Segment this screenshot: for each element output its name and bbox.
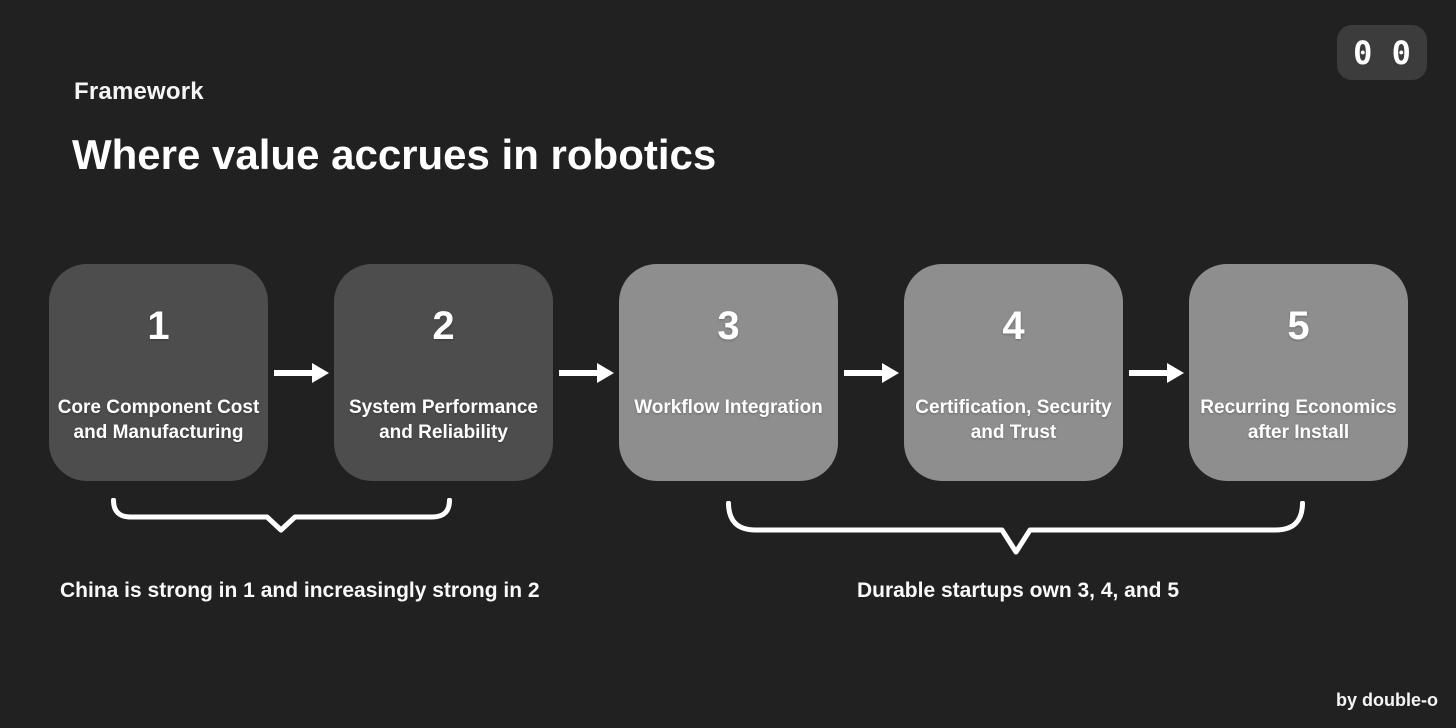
step-number: 2 xyxy=(432,304,455,348)
page-title: Where value accrues in robotics xyxy=(72,131,717,178)
annotation-steps-1-2: China is strong in 1 and increasingly st… xyxy=(60,579,540,602)
double-o-logo-badge: 0 0 xyxy=(1337,25,1427,80)
step-label: Recurring Economics after Install xyxy=(1200,397,1397,443)
step-box-4: 4 Certification, Security and Trust xyxy=(904,264,1123,481)
step-number: 5 xyxy=(1287,304,1310,348)
eyebrow-label: Framework xyxy=(74,78,204,105)
underbrace-icon xyxy=(111,498,452,533)
step-label: Certification, Security and Trust xyxy=(915,397,1112,443)
badge-text: 0 0 xyxy=(1353,33,1411,72)
step-number: 4 xyxy=(1002,304,1025,348)
underbrace-icon xyxy=(726,501,1305,555)
arrow-right-icon xyxy=(559,363,614,383)
step-box-5: 5 Recurring Economics after Install xyxy=(1189,264,1408,481)
arrow-right-icon xyxy=(844,363,899,383)
annotation-steps-3-5: Durable startups own 3, 4, and 5 xyxy=(856,579,1180,602)
credit-label: by double-o xyxy=(1336,690,1438,710)
step-number: 3 xyxy=(717,304,740,348)
step-box-2: 2 System Performance and Reliability xyxy=(334,264,553,481)
step-box-3: 3 Workflow Integration xyxy=(619,264,838,481)
arrow-right-icon xyxy=(1129,363,1184,383)
step-box-1: 1 Core Component Cost and Manufacturing xyxy=(49,264,268,481)
arrow-right-icon xyxy=(274,363,329,383)
step-number: 1 xyxy=(147,304,170,348)
step-label: Workflow Integration xyxy=(634,397,823,418)
step-label: Core Component Cost and Manufacturing xyxy=(57,397,260,443)
step-label: System Performance and Reliability xyxy=(348,397,539,443)
